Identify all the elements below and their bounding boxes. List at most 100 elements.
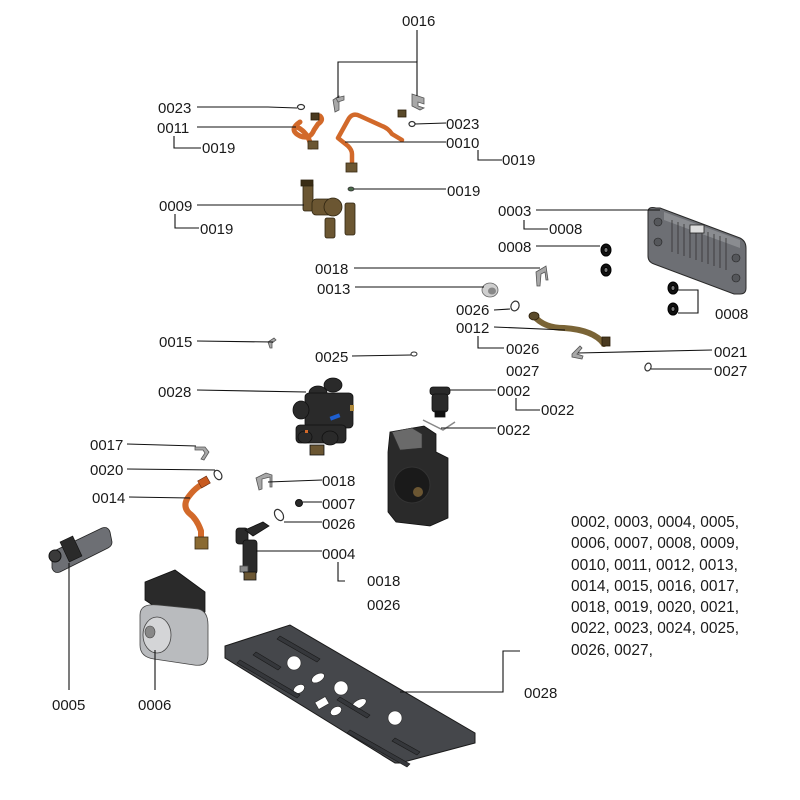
leader-0023-right bbox=[414, 122, 447, 125]
leader-0015 bbox=[196, 340, 274, 343]
callout-0021: 0021 bbox=[714, 344, 747, 361]
part-0013-filter-insert bbox=[481, 282, 499, 298]
part-0002-air-vent bbox=[429, 386, 451, 418]
callout-0018-c: 0018 bbox=[367, 573, 400, 590]
callout-0020: 0020 bbox=[90, 462, 123, 479]
callout-0026-d: 0026 bbox=[367, 597, 400, 614]
leader-0010-sub bbox=[477, 150, 502, 161]
leader-0017 bbox=[126, 443, 197, 447]
kit-list-line: 0022, 0023, 0024, 0025, bbox=[571, 620, 740, 638]
leader-0009-sub bbox=[174, 214, 199, 229]
callout-0019-d: 0019 bbox=[200, 221, 233, 238]
kit-list-line: 0018, 0019, 0020, 0021, bbox=[571, 599, 740, 617]
leader-0028-plate bbox=[400, 650, 520, 693]
callout-0008-c: 0008 bbox=[715, 306, 748, 323]
callout-0022-a: 0022 bbox=[541, 402, 574, 419]
callout-labels: 0016 0023 0011 0019 0023 0010 0019 0019 … bbox=[52, 13, 748, 714]
callout-0012: 0012 bbox=[456, 320, 489, 337]
leader-0004-sub bbox=[337, 562, 345, 582]
part-0020-oring bbox=[213, 469, 223, 481]
leader-0011-sub bbox=[173, 136, 201, 149]
callout-0004: 0004 bbox=[322, 546, 355, 563]
leader-0026-top bbox=[493, 308, 511, 311]
callout-0026-b: 0026 bbox=[506, 341, 539, 358]
leader-0012 bbox=[493, 326, 566, 331]
callout-0019-c: 0019 bbox=[447, 183, 480, 200]
leader-0028-valve bbox=[196, 389, 307, 393]
leader-0003-sub bbox=[523, 220, 548, 230]
callout-0023-left: 0023 bbox=[158, 100, 191, 117]
part-0026-oring bbox=[510, 300, 520, 312]
callout-0018-a: 0018 bbox=[315, 261, 348, 278]
callout-0028-a: 0028 bbox=[158, 384, 191, 401]
callout-0022-b: 0022 bbox=[497, 422, 530, 439]
kit-list-line: 0026, 0027, bbox=[571, 641, 653, 659]
part-0005-flow-sensor bbox=[48, 527, 113, 573]
part-0010-copper-pipe bbox=[335, 109, 407, 173]
part-0006-pump-motor bbox=[139, 569, 209, 666]
kit-list-line: 0002, 0003, 0004, 0005, bbox=[571, 514, 740, 531]
callout-0026-a: 0026 bbox=[456, 302, 489, 319]
part-0014-copper-pipe bbox=[182, 475, 211, 550]
leader-0023-left bbox=[197, 106, 298, 109]
part-0023-oring-right bbox=[408, 120, 416, 128]
part-0012-brass-pipe bbox=[528, 311, 611, 347]
callout-0019-b: 0019 bbox=[502, 152, 535, 169]
callout-0027-a: 0027 bbox=[506, 363, 539, 380]
part-0011-copper-pipe bbox=[291, 112, 325, 150]
leader-0025 bbox=[351, 354, 412, 357]
callout-0003: 0003 bbox=[498, 203, 531, 220]
part-0017-clip bbox=[194, 446, 210, 461]
leader-0014 bbox=[128, 496, 191, 499]
callout-0028-b: 0028 bbox=[524, 685, 557, 702]
leader-0020 bbox=[126, 468, 216, 471]
kit-list-line: 0006, 0007, 0008, 0009, bbox=[571, 535, 740, 553]
leader-lines bbox=[68, 30, 713, 693]
part-pump-housing bbox=[387, 425, 449, 527]
callout-0026-c: 0026 bbox=[322, 516, 355, 533]
leader-0002-sub bbox=[515, 398, 540, 411]
part-0008-seals-right bbox=[667, 281, 679, 316]
callout-0017: 0017 bbox=[90, 437, 123, 454]
part-0008-seals-top bbox=[600, 243, 612, 277]
leader-0021 bbox=[577, 349, 713, 354]
leader-0008-right bbox=[678, 289, 699, 314]
callout-0023-right: 0023 bbox=[446, 116, 479, 133]
part-0019-oring bbox=[347, 186, 355, 192]
part-0028-chassis-plate bbox=[224, 624, 476, 768]
part-0021-clip bbox=[571, 345, 584, 360]
part-0009-brass-valve bbox=[300, 179, 356, 239]
callout-0011: 0011 bbox=[157, 120, 189, 137]
callout-0002: 0002 bbox=[497, 383, 530, 400]
callout-0009: 0009 bbox=[159, 198, 192, 215]
callout-0013: 0013 bbox=[317, 281, 350, 298]
part-0025-oring bbox=[410, 351, 418, 357]
part-0028-valve-body bbox=[292, 377, 354, 456]
callout-0025: 0025 bbox=[315, 349, 348, 366]
part-0016-clip-right bbox=[411, 93, 426, 111]
part-0026-oring-lower bbox=[273, 508, 285, 522]
leader-0016 bbox=[337, 61, 418, 98]
callout-0019-a: 0019 bbox=[202, 140, 235, 157]
callout-0010: 0010 bbox=[446, 135, 479, 152]
part-0004-valve-assembly bbox=[235, 521, 270, 581]
callout-0016: 0016 bbox=[402, 13, 435, 30]
callout-0018-b: 0018 bbox=[322, 473, 355, 490]
callout-0027-b: 0027 bbox=[714, 363, 747, 380]
callout-0014: 0014 bbox=[92, 490, 125, 507]
part-0023-oring-left bbox=[296, 103, 306, 111]
part-0018-clip-top bbox=[535, 265, 549, 287]
callout-0007: 0007 bbox=[322, 496, 355, 513]
callout-0006: 0006 bbox=[138, 697, 171, 714]
part-0007-nut bbox=[295, 499, 303, 507]
part-0003-plate-heat-exchanger bbox=[647, 207, 747, 295]
part-0022-clip bbox=[422, 419, 456, 431]
leader-0012-sub bbox=[477, 336, 504, 349]
part-0016-clip-left bbox=[332, 95, 345, 113]
kit-list-line: 0010, 0011, 0012, 0013, bbox=[571, 556, 738, 574]
callout-0008-b: 0008 bbox=[498, 239, 531, 256]
part-0027-oring bbox=[644, 362, 652, 372]
callout-0015: 0015 bbox=[159, 334, 192, 351]
kit-list-line: 0014, 0015, 0016, 0017, bbox=[571, 577, 740, 595]
